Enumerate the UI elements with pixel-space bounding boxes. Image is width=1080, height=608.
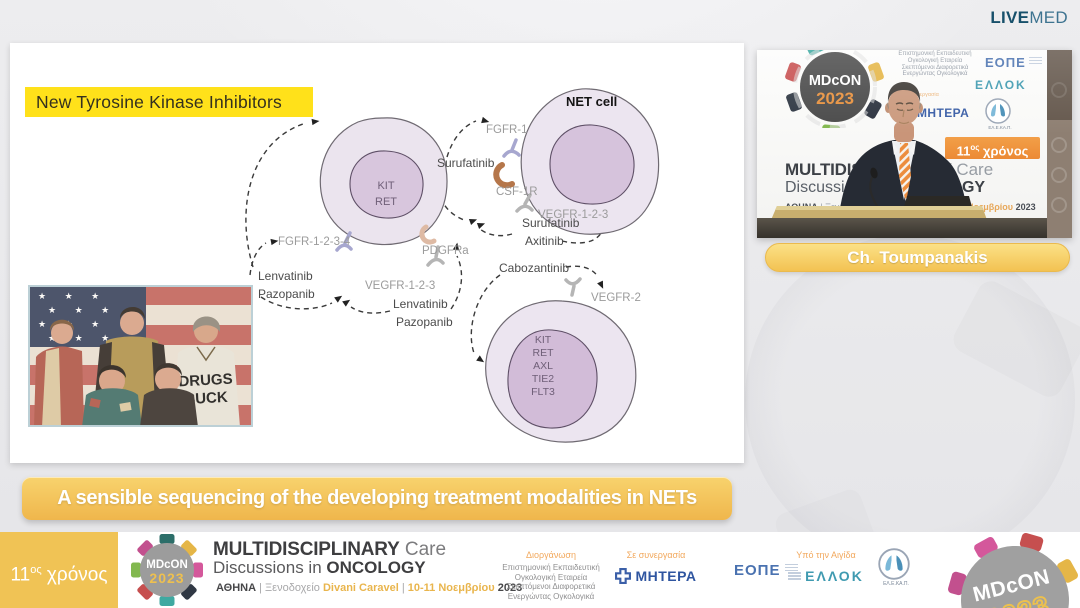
eope-subtext bbox=[784, 562, 798, 573]
receptor-label-csf1r: CSF-1R bbox=[496, 186, 538, 198]
elekap-label: ΕΛ.Ε.ΚΑ.Π. bbox=[988, 125, 1012, 130]
footer-bar: 11ος χρόνος MDcON 2023 MULTIDISCIPLINARY… bbox=[0, 532, 1080, 608]
tumor-cell-left: KIT RET bbox=[319, 117, 448, 246]
ellok-label: ΕΛΛΟΚ bbox=[805, 568, 864, 584]
mitera-label: ΜΗΤΕΡΑ bbox=[917, 106, 970, 120]
slide-panel: KIT RET NET cell KIT RET AXL TIE2 FLT3 bbox=[10, 43, 744, 463]
svg-text:★ ★ ★: ★ ★ ★ bbox=[48, 333, 117, 343]
organizer-text: Επιστημονική Εκπαιδευτική Ογκολογική Ετα… bbox=[898, 51, 972, 78]
mdcon-logo-name: MDcON bbox=[146, 559, 188, 571]
footer-venue-line: ΑΘΗΝΑ | Ξενοδοχείο Divani Caravel | 10-1… bbox=[216, 582, 523, 594]
eope-label: ΕΟΠΕ bbox=[734, 562, 781, 579]
mitera-logo: ΜΗΤΕΡΑ bbox=[606, 568, 706, 584]
camera-shapes bbox=[131, 534, 203, 606]
tumor-cell-bottom: KIT RET AXL TIE2 FLT3 bbox=[485, 300, 637, 443]
mdcon-logo-year: 2023 bbox=[149, 570, 184, 586]
mdcon-logo-backdrop: MDcON 2023 bbox=[785, 50, 884, 128]
drug-label-lenvatinib-mid: Lenvatinib bbox=[393, 297, 448, 311]
ellok-logo: ΕΛΛΟΚ bbox=[975, 78, 1027, 92]
shirt-text-line2: SUCK bbox=[185, 389, 229, 408]
footer-collab-block: Σε συνεργασία ΜΗΤΕΡΑ bbox=[606, 550, 706, 584]
footer-organizer-block: Διοργάνωση Επιστημονική Εκπαιδευτική Ογκ… bbox=[498, 550, 604, 601]
mdcon-logo-footer: MDcON 2023 bbox=[131, 534, 203, 606]
receptor-glyphs bbox=[335, 138, 582, 297]
collab-heading: Σε συνεργασία bbox=[626, 550, 686, 560]
speaker-video: MDcON 2023 Επιστημονική Εκπαιδευτική Ογκ… bbox=[757, 50, 1072, 238]
eope-logo: ΕΟΠΕ bbox=[985, 55, 1042, 70]
dashed-arrows bbox=[245, 116, 609, 363]
shirt-text-line1: DRUGS bbox=[178, 371, 233, 391]
gene-label: FLT3 bbox=[531, 386, 555, 398]
receptor-label-fgfr1: FGFR-1 bbox=[486, 124, 528, 136]
lecture-title-banner: A sensible sequencing of the developing … bbox=[22, 477, 732, 520]
mitera-cross-icon bbox=[615, 568, 632, 584]
gene-label: KIT bbox=[377, 180, 394, 192]
speaker-figure bbox=[757, 50, 1072, 238]
organizer-text: Επιστημονική Εκπαιδευτική Ογκολογική Ετα… bbox=[502, 563, 600, 601]
ellok-subtext bbox=[788, 571, 802, 582]
side-wall bbox=[1047, 50, 1072, 238]
gene-label: KIT bbox=[535, 334, 552, 346]
mdcon-logo-footer-right: MDcON 2023 bbox=[947, 532, 1078, 608]
receptor-label-pdgfra: PDGFRa bbox=[422, 245, 469, 257]
drug-label-lenvatinib-left: Lenvatinib bbox=[258, 269, 313, 283]
footer-title-line1: MULTIDISCIPLINARY Care bbox=[213, 539, 447, 560]
mdcon-logo-name: MDcON bbox=[809, 73, 861, 89]
footer-year-badge: 11ος χρόνος bbox=[0, 532, 118, 608]
aegis-heading: Υπό την Αιγίδα bbox=[796, 550, 856, 560]
elekap-label: ΕΛ.Ε.ΚΑ.Π. bbox=[883, 581, 909, 587]
net-cell-title: NET cell bbox=[566, 94, 617, 109]
year-banner: 11ος χρόνος bbox=[945, 137, 1040, 159]
organizer-heading: Διοργάνωση bbox=[526, 550, 576, 560]
eope-label: ΕΟΠΕ bbox=[985, 55, 1026, 70]
tki-diagram: KIT RET NET cell KIT RET AXL TIE2 FLT3 bbox=[245, 88, 660, 443]
drug-label-surufatinib-top: Surufatinib bbox=[437, 156, 495, 170]
band-members: DRUGS SUCK bbox=[34, 306, 240, 427]
gene-label: RET bbox=[375, 196, 397, 208]
livemed-logo-live: LIVE bbox=[990, 8, 1030, 27]
receptor-label-vegfr123-left: VEGFR-1-2-3 bbox=[365, 280, 435, 292]
elekap-lungs-icon bbox=[878, 548, 910, 580]
drug-label-pazopanib-mid: Pazopanib bbox=[396, 315, 453, 329]
receptor-label-vegfr123-net: VEGFR-1-2-3 bbox=[538, 209, 608, 221]
drug-label-surufatinib-mid: Surufatinib bbox=[522, 216, 580, 230]
footer-title-line2: Discussions in ONCOLOGY bbox=[213, 558, 426, 577]
receptor-label-vegfr2: VEGFR-2 bbox=[591, 292, 641, 304]
elekap-logo: ΕΛ.Ε.ΚΑ.Π. bbox=[985, 98, 1015, 130]
gene-label: RET bbox=[533, 347, 555, 359]
podium bbox=[757, 167, 1072, 238]
photo-boyband: ★ ★ ★ ★ ★ ★ ★ ★ ★ ★ ★ ★ DR bbox=[28, 285, 253, 427]
drug-label-axitinib: Axitinib bbox=[525, 234, 564, 248]
drug-label-pazopanib-left: Pazopanib bbox=[258, 287, 315, 301]
elekap-lungs-icon bbox=[985, 98, 1011, 124]
mitera-label: ΜΗΤΕΡΑ bbox=[635, 568, 697, 584]
gene-label: AXL bbox=[533, 360, 553, 372]
slide-title: New Tyrosine Kinase Inhibitors bbox=[25, 87, 313, 117]
eope-subtext bbox=[1028, 55, 1042, 66]
collab-heading: Σε συνεργασία bbox=[903, 92, 939, 98]
footer-aegis-block: Υπό την Αιγίδα ΕΛΛΟΚ bbox=[776, 550, 876, 584]
receptor-label-fgfr1234: FGFR-1-2-3-4 bbox=[278, 236, 351, 248]
drug-label-cabozantinib: Cabozantinib bbox=[499, 261, 569, 275]
elekap-logo: ΕΛ.Ε.ΚΑ.Π. bbox=[878, 548, 914, 587]
gene-label: TIE2 bbox=[532, 373, 554, 385]
svg-text:★ ★ ★: ★ ★ ★ bbox=[38, 291, 107, 301]
background-watermark bbox=[745, 235, 1075, 565]
livemed-logo: LIVEMED bbox=[990, 8, 1068, 28]
ellok-logo: ΕΛΛΟΚ bbox=[776, 568, 876, 584]
speaker-name-badge: Ch. Toumpanakis bbox=[765, 243, 1070, 272]
svg-text:★ ★ ★: ★ ★ ★ bbox=[48, 305, 117, 315]
livemed-logo-med: MED bbox=[1029, 8, 1068, 27]
mdcon-logo-year: 2023 bbox=[816, 89, 854, 108]
net-cell: NET cell bbox=[520, 88, 660, 235]
eope-logo: ΕΟΠΕ bbox=[734, 562, 798, 579]
